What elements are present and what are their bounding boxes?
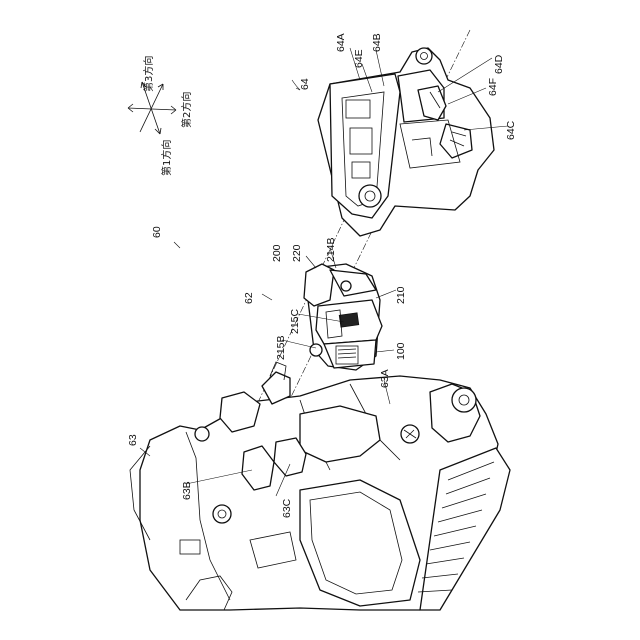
label-215C: 215C xyxy=(289,308,301,334)
housing-64 xyxy=(318,48,494,236)
label-215B: 215B xyxy=(275,335,287,360)
label-64D: 64D xyxy=(493,54,505,74)
label-64F: 64F xyxy=(487,78,499,96)
label-63B: 63B xyxy=(181,481,193,500)
label-64: 64 xyxy=(299,78,311,90)
direction-label-third: 第3方向 xyxy=(142,56,155,92)
label-63A: 63A xyxy=(379,369,391,388)
label-64A: 64A xyxy=(335,33,347,52)
label-63C: 63C xyxy=(281,498,293,518)
label-64E: 64E xyxy=(353,49,365,68)
label-63: 63 xyxy=(127,434,139,446)
label-214B: 214B xyxy=(325,237,337,262)
label-62: 62 xyxy=(243,292,255,304)
label-200: 200 xyxy=(271,244,283,262)
label-100: 100 xyxy=(395,342,407,360)
label-64B: 64B xyxy=(371,33,383,52)
label-210: 210 xyxy=(395,286,407,304)
label-220: 220 xyxy=(291,244,303,262)
direction-label-second: 第2方向 xyxy=(180,92,193,128)
label-60: 60 xyxy=(151,226,163,238)
direction-label-first: 第1方向 xyxy=(160,140,173,176)
label-64C: 64C xyxy=(505,120,517,140)
